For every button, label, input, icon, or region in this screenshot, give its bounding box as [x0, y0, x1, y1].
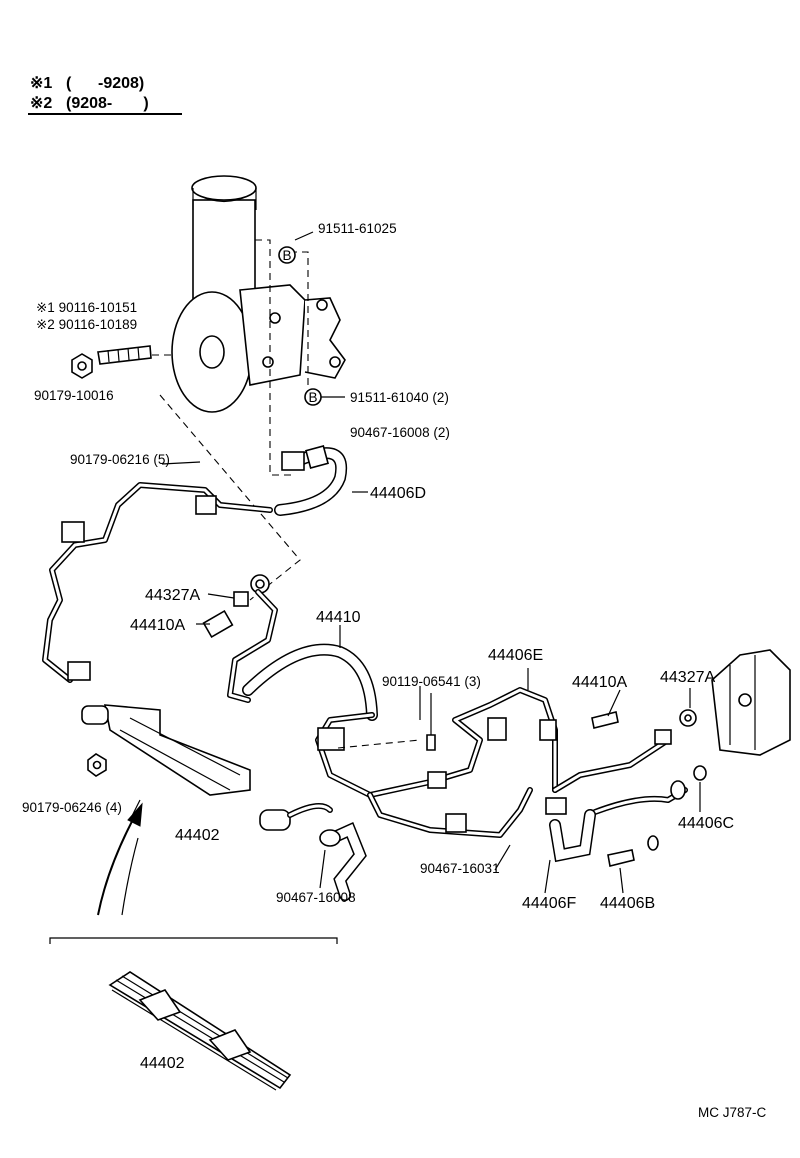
vane-pump-assembly [171, 175, 346, 413]
label-stud-90116-10151: ※1 90116-10151 [36, 300, 137, 315]
label-91511-61040: 91511-61040 (2) [350, 390, 449, 405]
label-90179-06216: 90179-06216 (5) [70, 452, 170, 467]
label-44410a-right: 44410A [572, 674, 627, 691]
legend-row1-mark: ※1 [30, 75, 52, 92]
legend-row2-range: (9208- ) [66, 95, 149, 112]
flange-nut-90179-10016 [71, 353, 93, 379]
return-hose-44406c [592, 765, 707, 867]
diagram-code: MC J787-C [698, 1105, 767, 1120]
label-44410: 44410 [316, 609, 361, 626]
label-90179-06246: 90179-06246 (4) [22, 800, 122, 815]
bolt-marker-lower: B [304, 388, 345, 406]
label-stud-90116-10189: ※2 90116-10189 [36, 317, 137, 332]
bolt-mark-upper: B [283, 248, 292, 263]
label-90179-10016: 90179-10016 [34, 388, 114, 403]
label-90467-16008: 90467-16008 [276, 890, 356, 905]
legend-row2-mark: ※2 [30, 95, 52, 112]
part-labels: 91511-61025 ※1 90116-10151 ※2 90116-1018… [22, 221, 767, 1120]
label-44402-main: 44402 [175, 827, 220, 844]
label-44406f: 44406F [522, 895, 576, 912]
steering-gear-housing [711, 649, 791, 756]
pressure-hose-44410 [242, 625, 378, 721]
legend: ※1 ( -9208) ※2 (9208- ) [28, 75, 182, 115]
gear-tube-network [315, 687, 558, 838]
inset-pointer-arrow [97, 802, 143, 916]
label-44406d: 44406D [370, 485, 426, 502]
screw-90119-06541 [337, 693, 436, 751]
label-91511-61025: 91511-61025 [318, 221, 397, 236]
label-90119-06541: 90119-06541 (3) [382, 674, 481, 689]
inset-bracket [49, 937, 338, 944]
bolt-mark-lower: B [309, 390, 318, 405]
union-bolt-left [196, 574, 278, 703]
hose-44406f [545, 797, 596, 863]
union-bolt-right [552, 709, 697, 793]
label-44406e: 44406E [488, 647, 543, 664]
oil-cooler-inset [108, 971, 292, 1091]
label-44327a-left: 44327A [145, 587, 200, 604]
label-44410a-left: 44410A [130, 617, 185, 634]
leader-lines [129, 461, 701, 894]
nut-90179-06246 [87, 753, 107, 777]
label-90467-16031: 90467-16031 [420, 861, 500, 876]
label-44327a-right: 44327A [660, 669, 715, 686]
label-90467-16008-2: 90467-16008 (2) [350, 425, 450, 440]
label-44402-inset: 44402 [140, 1055, 185, 1072]
bolt-marker-upper: B [278, 231, 314, 264]
pressure-tube-upper [42, 482, 273, 683]
label-44406b: 44406B [600, 895, 655, 912]
legend-row1-range: ( -9208) [66, 75, 144, 92]
oil-cooler-44402 [81, 704, 367, 901]
label-44406c: 44406C [678, 815, 734, 832]
hose-44406d [274, 444, 368, 516]
stud-bolt [97, 345, 152, 365]
